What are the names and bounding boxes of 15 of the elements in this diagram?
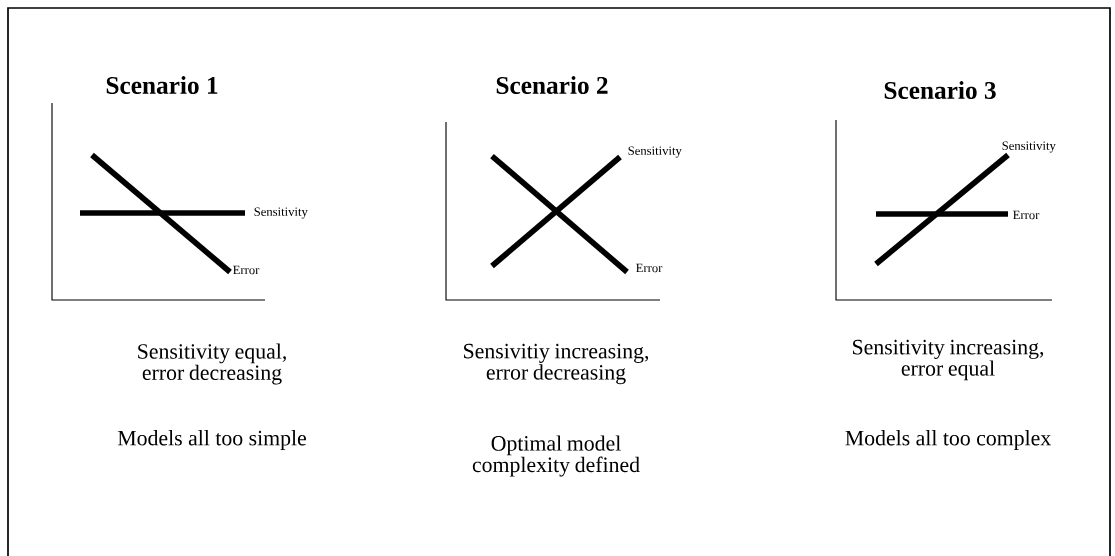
description-text: Models all too complex [845, 430, 1051, 450]
line-label: Error [1013, 210, 1040, 220]
description-text: Sensitivity increasing, error equal [853, 339, 1044, 381]
line-label: Sensitivity [254, 207, 308, 219]
description-text: Sensitivity equal, error decreasing [138, 343, 286, 385]
line-label: Sensitivity [1002, 141, 1056, 153]
description-text: Models all too simple [117, 430, 306, 450]
line-label: Sensitivity [628, 146, 682, 158]
description-text: Optimal model complexity defined [472, 435, 640, 477]
scenario-title: Scenario 1 [106, 76, 218, 94]
scenario-title: Scenario 2 [496, 76, 608, 94]
scenario-title: Scenario 3 [884, 81, 996, 99]
line-label: Error [233, 265, 260, 275]
line-label: Error [636, 263, 663, 273]
description-text: Sensivitiy increasing, error decreasing [464, 343, 649, 385]
